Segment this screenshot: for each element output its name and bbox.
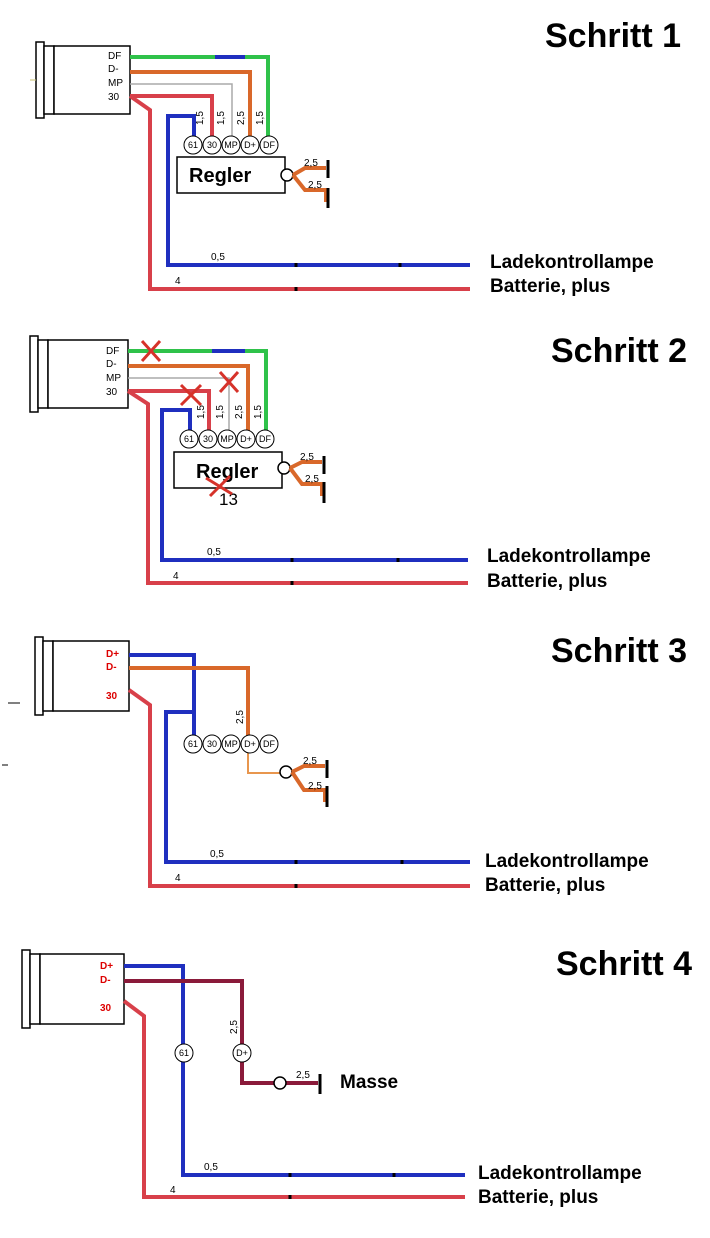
step-1-wire-dminus <box>130 70 252 140</box>
step-3-pin-mp: MP <box>224 739 238 749</box>
step-1-generator: DF D- MP 30 <box>30 41 131 119</box>
step-3-ground-size-2: 2,5 <box>308 781 322 792</box>
step-4-pin-dplus-circle <box>232 1043 252 1063</box>
step-4-terminal-dplus: D+ <box>100 961 113 972</box>
step-2-lamp-size: 0,5 <box>207 547 221 558</box>
step-3-title: Schritt 3 <box>551 632 687 670</box>
step-3-size-1: 2,5 <box>235 710 246 724</box>
step-2-pin-30: 30 <box>203 434 213 444</box>
step-2: Schritt 2 DF D- MP 30 1,5 1,5 2,5 1,5 <box>29 332 687 592</box>
step-4-pin-dplus: D+ <box>236 1048 248 1058</box>
step-2-regulator-label: Regler <box>196 461 258 483</box>
step-1-battery-size: 4 <box>175 276 181 287</box>
step-1-terminal-dminus: D- <box>108 64 119 75</box>
step-4-battery-size: 4 <box>170 1185 176 1196</box>
step-1-pin-df: DF <box>263 140 275 150</box>
step-2-size-4: 1,5 <box>253 405 264 419</box>
step-4: Schritt 4 D+ D- 30 61 D+ 2,5 2,5 Masse 0… <box>21 945 692 1208</box>
step-2-generator: DF D- MP 30 <box>29 335 129 413</box>
step-1-wire-battery <box>128 94 470 291</box>
step-1-title: Schritt 1 <box>545 17 681 55</box>
step-2-pin-61: 61 <box>184 434 194 444</box>
step-3-ground-size-1: 2,5 <box>303 756 317 767</box>
step-4-battery-label: Batterie, plus <box>478 1187 598 1208</box>
step-3-pin-30: 30 <box>207 739 217 749</box>
step-4-ground-node <box>273 1076 287 1090</box>
step-1-ground-node <box>280 168 294 182</box>
step-3-terminal-dminus: D- <box>106 662 117 673</box>
step-1-ground-size-2: 2,5 <box>308 180 322 191</box>
step-3: Schritt 3 D+ D- 30 2,5 61 30 MP <box>2 632 687 896</box>
step-2-pin-mp: MP <box>220 434 234 444</box>
step-1-terminal-df: DF <box>108 51 121 62</box>
step-3-lamp-label: Ladekontrollampe <box>485 851 649 872</box>
step-2-regulator <box>173 451 283 489</box>
step-1-pin-30: 30 <box>207 140 217 150</box>
step-2-ground-size-1: 2,5 <box>300 452 314 463</box>
step-1-regulator-label: Regler <box>189 165 251 187</box>
step-2-ground-size-2: 2,5 <box>305 474 319 485</box>
step-2-terminal-df: DF <box>106 346 119 357</box>
step-4-terminal-dminus: D- <box>100 975 111 986</box>
step-3-battery-label: Batterie, plus <box>485 875 605 896</box>
step-2-size-2: 1,5 <box>215 405 226 419</box>
step-2-title: Schritt 2 <box>551 332 687 370</box>
step-4-terminal-30: 30 <box>100 1003 112 1014</box>
step-4-size-1: 2,5 <box>229 1020 240 1034</box>
step-1: Schritt 1 DF D- MP 30 1,5 1,5 2,5 1,5 <box>30 17 681 297</box>
step-2-lamp-label: Ladekontrollampe <box>487 546 651 567</box>
step-1-pin-mp: MP <box>224 140 238 150</box>
step-1-pins: 61 30 MP D+ DF <box>183 135 279 155</box>
step-4-pin-61: 61 <box>179 1048 189 1058</box>
step-3-terminal-30: 30 <box>106 691 118 702</box>
step-4-generator: D+ D- 30 <box>21 949 125 1029</box>
step-3-lamp-size: 0,5 <box>210 849 224 860</box>
step-2-pin-dplus: D+ <box>240 434 252 444</box>
step-4-ground-size: 2,5 <box>296 1070 310 1081</box>
step-2-terminal-mp: MP <box>106 373 121 384</box>
step-1-size-2: 1,5 <box>216 111 227 125</box>
step-1-battery-label: Batterie, plus <box>490 276 610 297</box>
step-1-terminal-mp: MP <box>108 78 123 89</box>
step-1-wire-lamp <box>166 114 470 267</box>
step-3-battery-size: 4 <box>175 873 181 884</box>
step-2-terminal-dminus: D- <box>106 359 117 370</box>
step-1-wire-30 <box>130 94 214 140</box>
step-1-size-3: 2,5 <box>236 111 247 125</box>
step-2-cross-marks <box>140 339 240 498</box>
step-2-pin-df: DF <box>259 434 271 444</box>
step-2-regulator-extra: 13 <box>219 490 238 509</box>
step-2-size-3: 2,5 <box>234 405 245 419</box>
step-2-battery-size: 4 <box>173 571 179 582</box>
step-4-pin-61-circle <box>174 1043 194 1063</box>
step-1-ground-size-1: 2,5 <box>304 158 318 169</box>
step-1-wire-mp <box>130 83 233 140</box>
step-1-terminal-30: 30 <box>108 92 120 103</box>
step-4-ground-label: Masse <box>340 1072 398 1093</box>
step-3-generator: D+ D- 30 <box>2 636 130 766</box>
step-3-pin-61: 61 <box>188 739 198 749</box>
step-1-wire-df-green2 <box>245 55 270 140</box>
step-1-lamp-label: Ladekontrollampe <box>490 252 654 273</box>
step-2-battery-label: Batterie, plus <box>487 571 607 592</box>
step-3-terminal-dplus: D+ <box>106 649 119 660</box>
step-1-size-1: 1,5 <box>195 111 206 125</box>
step-1-pin-dplus: D+ <box>244 140 256 150</box>
step-2-pins: 61 30 MP D+ DF <box>179 429 275 449</box>
step-3-pins: 61 30 MP D+ DF <box>183 734 279 754</box>
step-4-lamp-label: Ladekontrollampe <box>478 1163 642 1184</box>
step-2-size-1: 1,5 <box>196 405 207 419</box>
step-1-size-4: 1,5 <box>255 111 266 125</box>
step-4-title: Schritt 4 <box>556 945 692 983</box>
step-3-pin-dplus: D+ <box>244 739 256 749</box>
step-3-pin-df: DF <box>263 739 275 749</box>
step-2-terminal-30: 30 <box>106 387 118 398</box>
step-1-lamp-size: 0,5 <box>211 252 225 263</box>
step-1-pin-61: 61 <box>188 140 198 150</box>
step-4-lamp-size: 0,5 <box>204 1162 218 1173</box>
